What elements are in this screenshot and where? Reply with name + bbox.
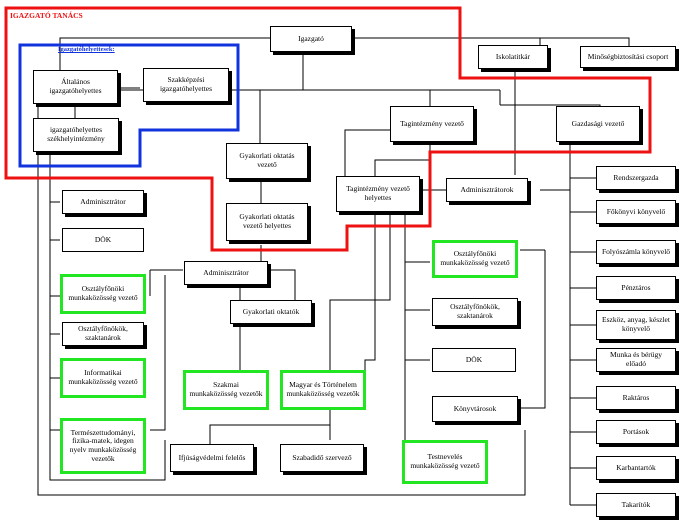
node-gyakorlati-oktatok: Gyakorlati oktatók [230,300,312,324]
node-adminisztratorok: Adminisztrátorok [446,178,528,202]
node-osztalyfonokok-2: Osztályfőnökök, szaktanárok [432,298,518,326]
node-tagintezmeny-vezeto: Tagintézmény vezető [390,106,474,142]
deputies-boundary [18,43,240,168]
node-igazgato: Igazgató [270,26,352,52]
node-altalanos-ih: Általános igazgatóhelyettes [33,70,118,104]
node-folyoszamla-konyvelo: Folyószámla könyvelő [596,240,676,264]
node-portasok: Portások [596,420,676,444]
deputies-label: Igazgatóhelyettesek: [58,46,115,53]
node-informatikai-mk: Informatikai munkaközösség vezető [60,358,146,398]
node-gyak-oktatas-vezeto: Gyakorlati oktatás vezető [226,143,308,179]
node-dok-2: DÖK [432,348,516,372]
node-takaritok: Takarítók [596,493,676,517]
node-szakmai-mk: Szakmai munkaközösség vezetők [183,370,269,410]
node-rendszergazda: Rendszergazda [596,166,676,190]
node-osztalyfonoki-mk-2: Osztályfőnöki munkaközösség vezető [432,240,518,278]
node-iskolatitkar: Iskolatitkár [478,45,548,69]
node-karbantartok: Karbantartók [596,456,676,480]
node-ifjusagvedelmi: Ifjúságvédelmi felelős [170,444,254,472]
node-termeszettudomanyi-mk: Természettudományi, fizika-matek, idegen… [60,418,146,474]
connector-lines [37,37,630,506]
node-raktaros: Raktáros [596,386,676,410]
node-minosegbiztositas: Minőségbiztosítási csoport [580,46,676,68]
node-szakkepzesi-ih: Szakképzési igazgatóhelyettes [143,68,229,102]
node-osztalyfonokok-1: Osztályfőnökök, szaktanárok [62,322,144,346]
node-gyak-oktatas-vezeto-helyettes: Gyakorlati oktatás vezető helyettes [226,203,308,241]
node-adminisztrator-2: Adminisztrátor [184,261,268,285]
node-magyar-tortenelem-mk: Magyar és Történelem munkaközösség vezet… [280,370,366,410]
node-penztaros: Pénztáros [596,276,676,300]
node-szabadido-szervezo: Szabadidő szervező [280,444,364,472]
directorate-label: IGAZGATÓ TANÁCS [10,11,83,20]
node-osztalyfonoki-mk-1: Osztályfőnöki munkaközösség vezető [60,274,146,314]
node-testneveles-mk: Testnevelés munkaközösség vezető [402,440,488,484]
node-gazdasagi-vezeto: Gazdasági vezető [556,106,640,142]
node-tagintezmeny-vezeto-helyettes: Tagintézmény vezető helyettes [336,176,420,212]
node-eszkoz-konyvelo: Eszköz, anyag, készlet könyvelő [596,310,676,340]
node-adminisztrator-1: Adminisztrátor [62,190,144,214]
node-fokonyvi-konyvelo: Főkönyvi könyvelő [596,200,676,224]
node-konyvtarosok: Könyvtárosok [432,396,518,422]
node-szekhely-ih: igazgatóhelyettes székhelyintézmény [33,118,119,152]
directorate-boundary [4,6,652,252]
node-dok-1: DÖK [62,228,144,252]
node-munka-berugy: Munka és bérügy előadó [596,348,676,372]
